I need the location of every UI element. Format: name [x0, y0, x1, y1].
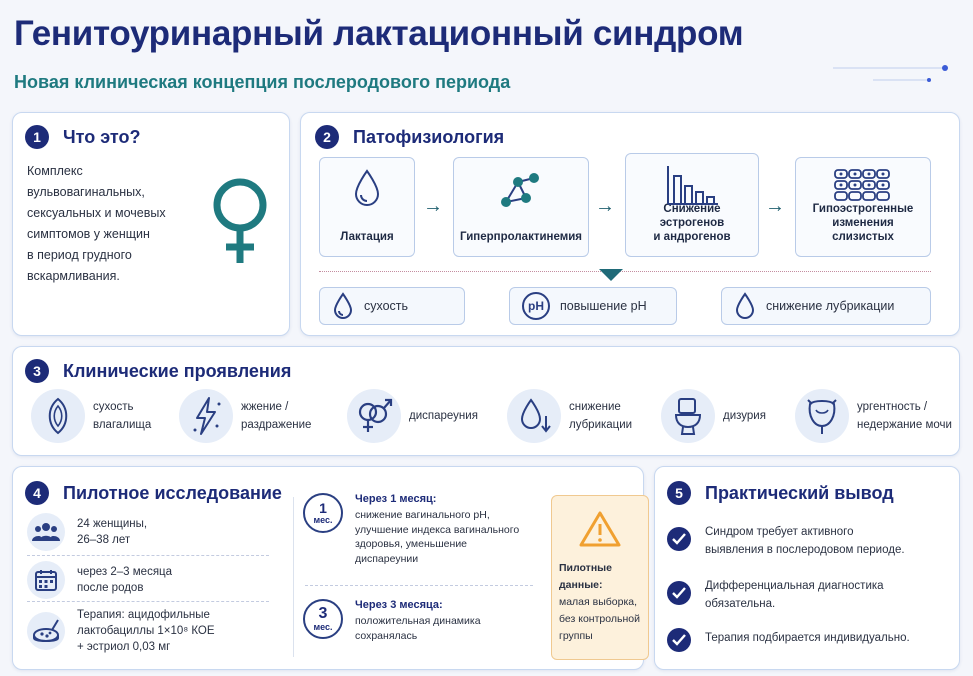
effect-dryness: сухость	[319, 287, 465, 325]
cells-icon	[834, 169, 890, 201]
female-symbol-icon	[213, 178, 267, 263]
step-lactation: Лактация	[319, 157, 415, 257]
drop-icon	[333, 292, 353, 319]
section-title: Клинические проявления	[63, 360, 292, 381]
page-subtitle: Новая клиническая концепция послеродовог…	[14, 72, 511, 92]
petri-dish-icon	[33, 619, 59, 642]
gender-symbols-icon	[358, 398, 393, 432]
symptom-item: диспареуния	[347, 389, 478, 443]
ph-icon: pH	[522, 292, 550, 320]
lightning-icon	[193, 397, 221, 435]
bladder-icon	[807, 399, 837, 434]
period-3-months: 3 мес. Через 3 месяца: положительная дин…	[303, 599, 539, 643]
section-title: Пилотное исследование	[63, 482, 282, 503]
month-badge: 1 мес.	[303, 493, 343, 533]
decorative-dots-icon	[833, 65, 948, 82]
page-title: Генитоуринарный лактационный синдром	[14, 14, 744, 53]
symptom-item: жжение /раздражение	[179, 389, 311, 443]
section-what-is-it: 1 Что это? Комплекс вульвовагинальных, с…	[12, 112, 290, 336]
step-hyperprolactinemia: Гиперпролактинемия	[453, 157, 589, 257]
section-number: 3	[25, 359, 49, 383]
section-pathophysiology: 2 Патофизиология Лактация → Гиперпролакт…	[300, 112, 960, 336]
arrow-icon: →	[595, 195, 615, 217]
drop-icon	[354, 169, 380, 206]
divider-line	[27, 601, 269, 602]
section-pilot-study: 4 Пилотное исследование 24 женщины,26–38…	[12, 466, 649, 670]
pilot-data-note: Пилотные данные: малая выборка, без конт…	[551, 495, 649, 660]
down-triangle-icon	[599, 269, 623, 281]
section-title: Практический вывод	[705, 482, 894, 503]
calendar-icon	[35, 570, 57, 591]
section-number: 1	[25, 125, 49, 149]
molecule-icon	[501, 173, 539, 207]
divider-line	[293, 497, 294, 657]
period-1-month: 1 мес. Через 1 месяц: снижение вагинальн…	[303, 493, 539, 566]
section-number: 2	[315, 125, 339, 149]
symptom-item: дизурия	[661, 389, 766, 443]
effect-lubrication-decrease: снижение лубрикации	[721, 287, 931, 325]
section-number: 5	[667, 481, 691, 505]
warning-icon	[579, 511, 621, 547]
divider-line	[305, 585, 533, 586]
section-practical-conclusion: 5 Практический вывод Синдром требует акт…	[654, 466, 960, 670]
definition-text: Комплекс вульвовагинальных, сексуальных …	[27, 164, 166, 283]
check-icon	[672, 634, 686, 646]
check-icon	[672, 533, 686, 545]
divider-line	[27, 555, 269, 556]
divider-line	[319, 271, 931, 272]
drop-down-icon	[520, 398, 551, 433]
section-number: 4	[25, 481, 49, 505]
arrow-icon: →	[423, 195, 443, 217]
conclusion-item: Терапия подбирается индивидуально.	[667, 628, 910, 652]
check-icon	[672, 587, 686, 599]
section-title: Патофизиология	[353, 126, 505, 147]
step-mucosa-changes: Гипоэстрогенные изменения слизистых	[795, 157, 931, 257]
effect-ph-increase: pH повышение pH	[509, 287, 677, 325]
symptom-item: ургентность /недержание мочи	[795, 389, 952, 443]
step-estrogen-decline: Снижение эстрогенов и андрогенов	[625, 153, 759, 257]
section-title: Что это?	[63, 126, 141, 147]
study-fact: 24 женщины,26–38 лет	[27, 513, 147, 551]
toilet-icon	[674, 398, 702, 435]
declining-bars-icon	[667, 166, 718, 205]
arrow-icon: →	[765, 195, 785, 217]
group-icon	[32, 523, 60, 541]
vulva-icon	[48, 397, 68, 435]
drop-icon	[735, 292, 755, 319]
month-badge: 3 мес.	[303, 599, 343, 639]
